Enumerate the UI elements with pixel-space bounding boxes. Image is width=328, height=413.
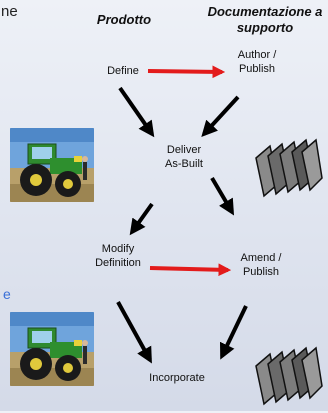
arrow-author-to-deliver [201,95,240,137]
document-stack-icon [255,138,323,198]
tractor-icon [10,128,94,202]
arrow-modify-to-amend [149,263,232,277]
left-text-fragment-top: ne [1,3,18,20]
document-stack-icon [255,346,323,406]
header-documentation: Documentazione a supporto [200,4,328,36]
arrow-deliver-to-amend [210,176,235,216]
node-deliver-as-built-text: Deliver As-Built [165,144,203,170]
node-define: Define [107,65,139,77]
header-documentation-text: Documentazione a supporto [207,4,323,35]
tractor-icon [10,312,94,386]
node-author-publish: Author / Publish [222,48,292,76]
arrow-amend-to-incorporate [219,305,248,360]
node-modify-definition: Modify Definition [86,242,150,270]
arrow-define-to-deliver [118,86,155,138]
arrow-modify-to-incorporate [116,301,152,364]
node-author-publish-text: Author / Publish [237,49,277,75]
left-text-fragment-side: e [3,286,11,302]
tractor-photo-top [10,128,94,202]
node-amend-publish: Amend / Publish [228,251,294,279]
document-stack-mid [252,138,324,200]
node-modify-definition-text: Modify Definition [95,243,141,269]
header-product: Prodotto [96,12,152,27]
arrow-deliver-to-modify [129,202,154,236]
node-amend-publish-text: Amend / Publish [240,252,282,278]
arrow-define-to-author [147,65,226,79]
document-stack-bottom [252,346,324,408]
tractor-photo-bottom [10,312,94,386]
node-deliver-as-built: Deliver As-Built [152,143,216,171]
node-incorporate: Incorporate [149,372,205,384]
